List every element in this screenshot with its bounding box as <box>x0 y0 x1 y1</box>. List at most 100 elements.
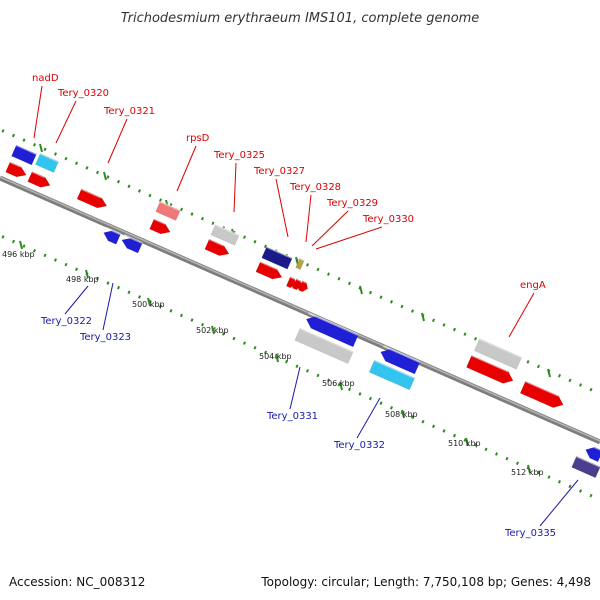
gene-downstream-fwd[interactable] <box>519 380 566 411</box>
gene-label-tery-0330[interactable]: Tery_0330 <box>362 214 414 225</box>
upper-dot-track <box>326 272 331 276</box>
pointer-tery-0328 <box>305 194 312 243</box>
pointer-tery-0325 <box>233 162 237 213</box>
upper-dot-track <box>242 235 247 239</box>
gene-label-tery-0328[interactable]: Tery_0328 <box>289 182 341 193</box>
lower-dot-track <box>1 235 5 239</box>
gene-label-tery-0321[interactable]: Tery_0321 <box>103 106 155 117</box>
upper-dot-track <box>263 244 268 249</box>
upper-dot-track <box>347 281 352 286</box>
gene-tery-0327-cog[interactable] <box>261 245 293 270</box>
lower-dot-track <box>116 285 121 290</box>
pointer-tery-0331 <box>289 366 301 410</box>
accession-text: Accession: NC_008312 <box>9 575 145 589</box>
gene-rpsD[interactable] <box>149 218 173 237</box>
lower-dot-track <box>494 452 499 456</box>
upper-dot-track <box>557 373 562 378</box>
lower-dot-track <box>410 415 415 419</box>
gene-nadD-cog[interactable] <box>11 144 37 166</box>
gene-label-tery-0322[interactable]: Tery_0322 <box>40 316 92 327</box>
gene-tery-0325-cog[interactable] <box>210 223 240 246</box>
lower-track-tick <box>19 240 23 250</box>
lower-dot-track <box>179 313 184 318</box>
pointer-tery-0330 <box>315 226 383 250</box>
gene-label-nadD[interactable]: nadD <box>32 73 59 84</box>
lower-dot-track <box>379 401 383 405</box>
lower-dot-track <box>190 318 194 322</box>
lower-dot-track <box>127 290 131 295</box>
kbp-label: 502 kbp <box>196 326 229 335</box>
lower-track-tick <box>275 353 279 363</box>
lower-dot-track <box>326 378 331 382</box>
upper-dot-track <box>389 300 394 304</box>
upper-dot-track <box>64 156 68 161</box>
gene-downstream-rev[interactable] <box>583 443 600 463</box>
kbp-label: 504 kbp <box>259 352 292 361</box>
gene-rpsD-cog[interactable] <box>155 200 181 221</box>
gene-label-tery-0320[interactable]: Tery_0320 <box>57 88 109 99</box>
gene-label-tery-0331[interactable]: Tery_0331 <box>266 411 318 422</box>
lower-dot-track <box>358 392 362 396</box>
upper-dot-track <box>32 142 37 147</box>
gene-tery-0332-cog[interactable] <box>368 359 416 391</box>
pointer-nadD <box>33 85 43 139</box>
upper-dot-track <box>74 161 79 165</box>
lower-dot-track <box>106 281 110 285</box>
gene-tery-0328-cog[interactable] <box>295 257 305 270</box>
upper-dot-track <box>410 309 415 313</box>
pointer-tery-0321 <box>107 118 128 164</box>
lower-dot-track <box>589 493 593 498</box>
upper-dot-track <box>200 216 205 221</box>
gene-tery-0327[interactable] <box>255 260 284 283</box>
gene-tery-0331-cog[interactable] <box>294 327 354 365</box>
lower-dot-track <box>389 406 394 410</box>
lower-dot-track <box>64 262 68 267</box>
gene-label-tery-0335[interactable]: Tery_0335 <box>504 528 556 539</box>
lower-track-tick <box>339 381 343 391</box>
upper-track-tick <box>421 312 425 322</box>
pointer-tery-0323 <box>102 282 114 331</box>
gene-label-tery-0325[interactable]: Tery_0325 <box>213 150 265 161</box>
lower-dot-track <box>200 322 205 327</box>
lower-dot-track <box>431 424 436 429</box>
upper-dot-track <box>137 189 142 193</box>
upper-dot-track <box>578 383 583 387</box>
gene-tery-0323[interactable] <box>120 234 143 254</box>
lower-dot-track <box>484 447 488 452</box>
gene-tery-0322[interactable] <box>101 226 121 245</box>
gene-features <box>5 144 600 479</box>
upper-dot-track <box>316 267 320 272</box>
upper-track-tick <box>547 368 551 378</box>
kbp-label: 500 kbp <box>132 300 165 309</box>
gene-tery-0320[interactable] <box>27 170 53 191</box>
gene-tery-0332[interactable] <box>378 345 421 375</box>
gene-label-tery-0329[interactable]: Tery_0329 <box>326 198 378 209</box>
genome-backbone <box>0 175 600 445</box>
gene-tery-0330[interactable] <box>297 279 309 293</box>
lower-dot-track <box>242 341 247 345</box>
upper-dot-track <box>379 295 383 299</box>
gene-nadD[interactable] <box>5 161 29 180</box>
gene-tery-0329[interactable] <box>291 277 303 291</box>
upper-track-tick <box>359 285 363 295</box>
gene-tery-0321[interactable] <box>76 188 109 211</box>
gene-tery-0331[interactable] <box>304 312 359 348</box>
gene-tery-0325[interactable] <box>204 238 231 259</box>
upper-dot-track <box>1 129 5 133</box>
gene-label-tery-0332[interactable]: Tery_0332 <box>333 440 385 451</box>
gene-tery-0320-cog[interactable] <box>35 152 59 173</box>
gene-engA-cog[interactable] <box>473 337 523 370</box>
gene-label-rpsD[interactable]: rpsD <box>186 133 210 144</box>
upper-dot-track <box>211 221 215 226</box>
upper-dot-track <box>452 327 457 332</box>
gene-tery-0335-cog[interactable] <box>571 455 600 479</box>
gene-label-tery-0323[interactable]: Tery_0323 <box>79 332 131 343</box>
gene-label-engA[interactable]: engA <box>520 280 546 291</box>
pointer-tery-0320 <box>55 100 77 144</box>
gene-engA[interactable] <box>466 354 515 386</box>
gene-tery-0328[interactable] <box>285 275 297 289</box>
gene-label-tery-0327[interactable]: Tery_0327 <box>253 166 305 177</box>
lower-dot-track <box>442 429 446 433</box>
upper-dot-track <box>190 212 194 216</box>
